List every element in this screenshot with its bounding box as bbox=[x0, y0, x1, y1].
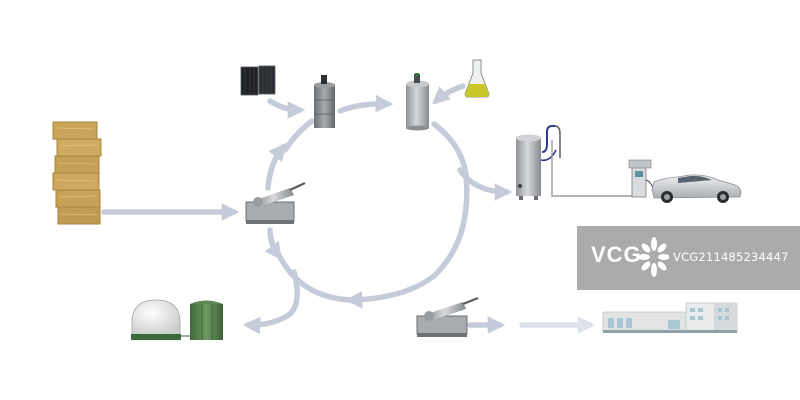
cycle-arc-top-right bbox=[431, 121, 469, 178]
flow-arrows bbox=[101, 83, 513, 335]
fuel-pipeline bbox=[551, 140, 640, 197]
arrow-cycle-to-biogas bbox=[242, 269, 300, 335]
cycle-arc-right bbox=[431, 172, 470, 279]
fuel-pump-icon bbox=[628, 159, 655, 198]
cycle-arc-left-down bbox=[264, 227, 283, 261]
cycle-arc-top bbox=[337, 94, 394, 114]
watermark-logo: VCG bbox=[591, 242, 642, 267]
processing-machine-icon bbox=[416, 296, 479, 337]
car-icon bbox=[651, 174, 742, 203]
distillation-column-icon bbox=[516, 125, 561, 200]
cycle-arc-bottom-left bbox=[276, 252, 353, 303]
biogas-digester-icon bbox=[131, 299, 196, 340]
cycle-arc-left-up bbox=[265, 142, 287, 191]
factory-building-icon bbox=[602, 302, 738, 333]
arrow-flask-to-tank bbox=[432, 83, 466, 105]
cycle-arc-top-left bbox=[282, 118, 315, 153]
vcg-flower-icon bbox=[639, 237, 669, 277]
hay-bales-icon bbox=[52, 121, 102, 225]
pretreatment-machine-icon bbox=[245, 182, 306, 224]
fermentation-tank-icon bbox=[406, 73, 429, 131]
green-silo-icon bbox=[190, 300, 223, 340]
arrow-cycle-to-fuel bbox=[457, 167, 513, 201]
storage-drum-icon bbox=[314, 75, 335, 128]
arrow-solar-to-drum bbox=[267, 98, 306, 119]
watermark-banner: VCG VCG211485234447 bbox=[577, 226, 800, 290]
cycle-arc-bottom bbox=[344, 273, 437, 309]
solar-panels-icon bbox=[240, 65, 276, 96]
watermark-id: VCG211485234447 bbox=[673, 250, 789, 264]
flask-icon bbox=[464, 59, 490, 98]
